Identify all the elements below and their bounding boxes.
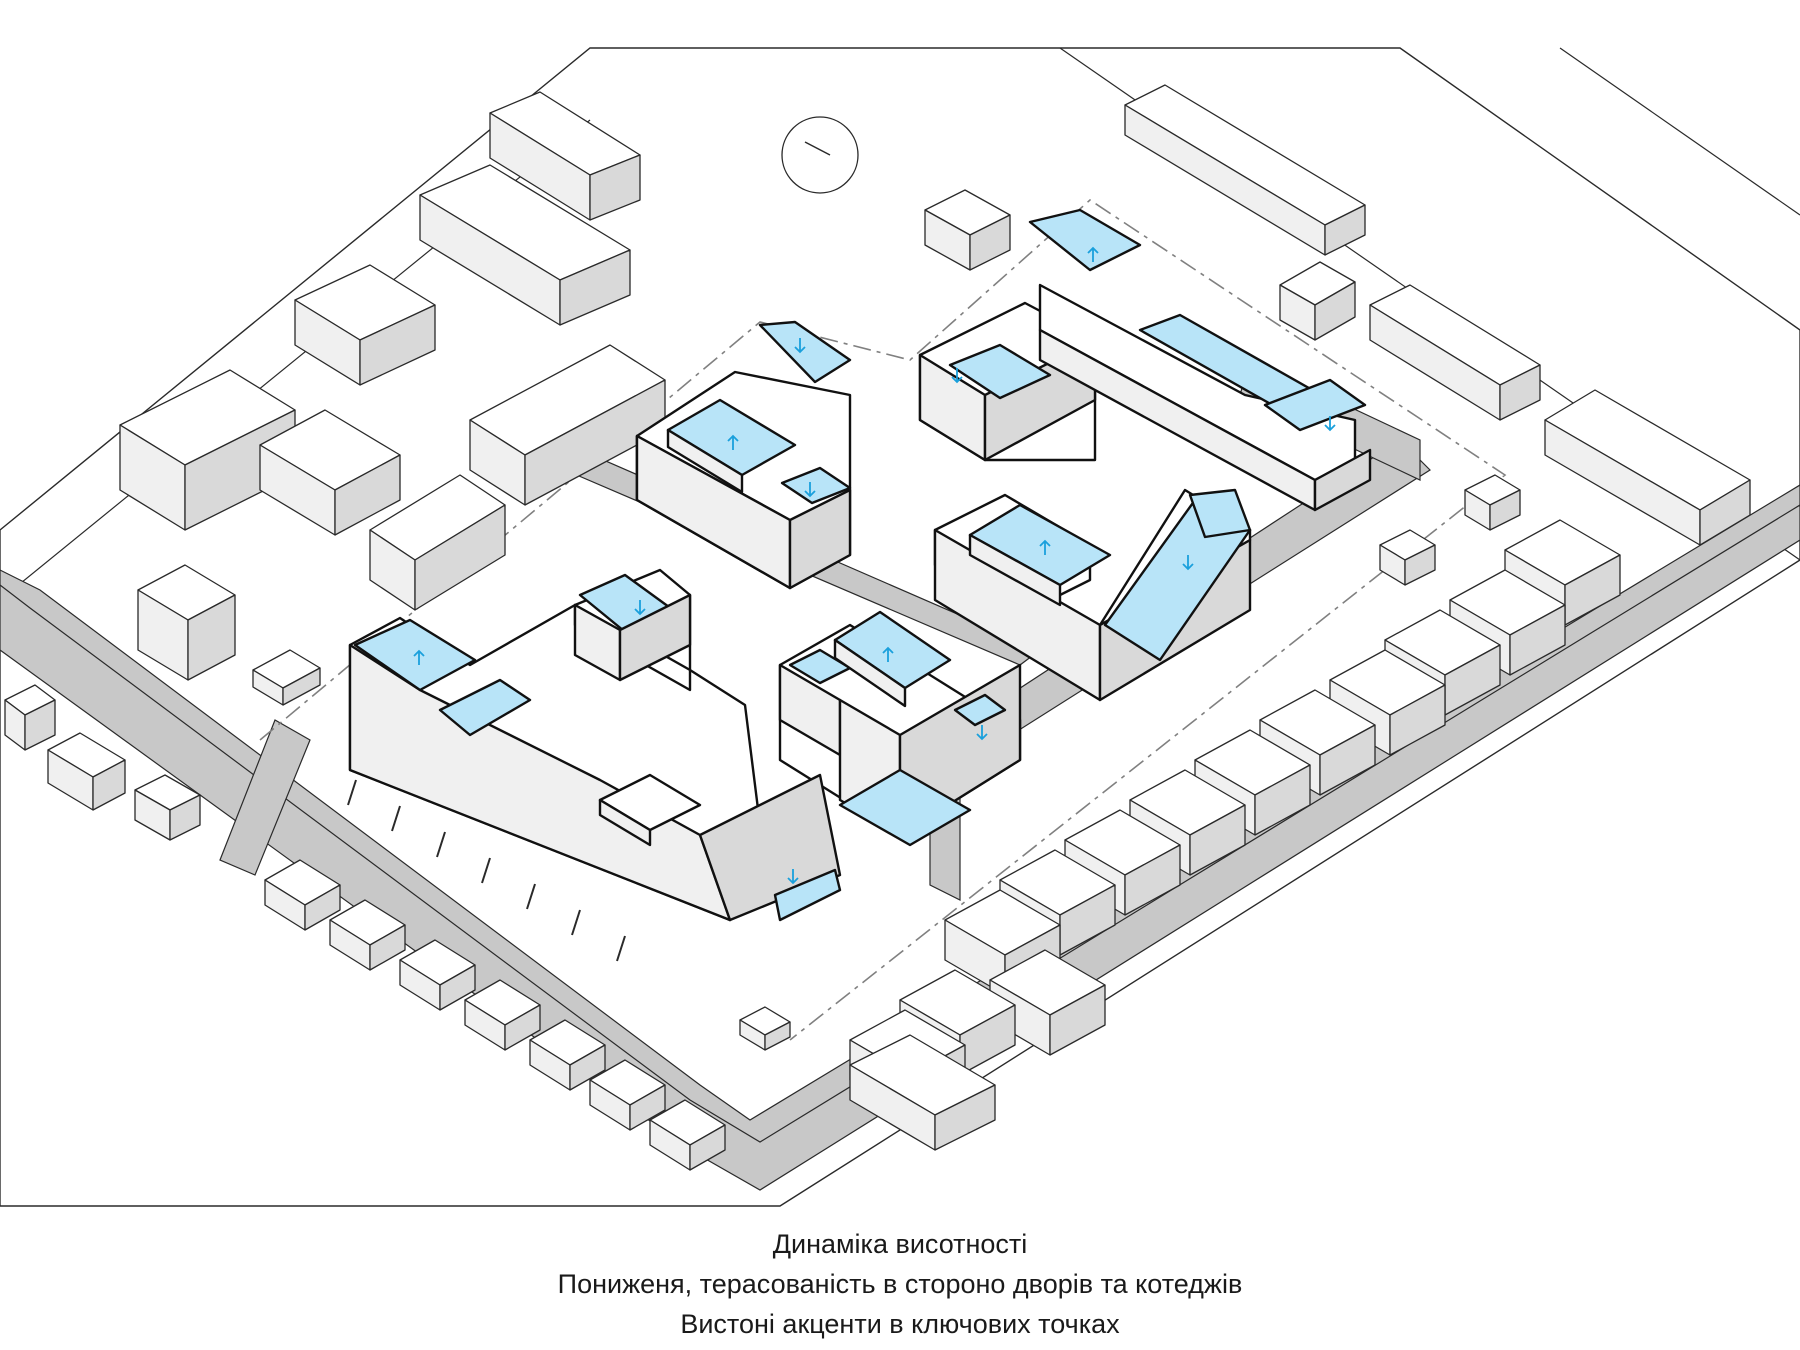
arrow-down-icon xyxy=(1324,416,1336,432)
context-block xyxy=(1124,84,1366,256)
context-block xyxy=(134,774,201,841)
context-block xyxy=(1379,529,1436,586)
caption-line-accents: Вистоні акценти в ключових точках xyxy=(680,1309,1120,1339)
arrow-up-icon xyxy=(1087,246,1099,262)
context-block xyxy=(469,344,666,506)
context-buildings xyxy=(4,84,1751,1171)
context-block xyxy=(294,264,436,386)
arrow-down-icon xyxy=(804,482,816,498)
arrow-down-icon xyxy=(1182,555,1194,571)
building-east xyxy=(933,488,1252,702)
caption-line-terracing: Пониженя, терасованість в стороно дворів… xyxy=(557,1269,1243,1299)
isometric-massing-diagram xyxy=(0,47,1800,1207)
context-block xyxy=(259,409,401,536)
context-block xyxy=(252,649,321,706)
caption: Динаміка висотності Пониженя, терасовані… xyxy=(0,1224,1800,1344)
context-block xyxy=(1279,261,1356,341)
building-south-west xyxy=(348,568,842,922)
north-arrow-icon xyxy=(781,116,859,194)
context-block xyxy=(4,684,56,751)
context-block xyxy=(137,564,236,681)
context-block xyxy=(529,1019,606,1091)
context-block xyxy=(264,859,341,931)
arrow-down-icon xyxy=(976,725,988,741)
arrow-up-icon xyxy=(727,434,739,450)
side-street xyxy=(219,719,311,876)
building-north-east xyxy=(918,208,1372,512)
arrow-down-icon xyxy=(634,600,646,616)
context-block xyxy=(989,949,1106,1056)
context-block xyxy=(1464,474,1521,531)
context-block xyxy=(489,91,641,221)
context-block xyxy=(419,164,631,326)
arrow-up-icon xyxy=(413,649,425,665)
context-block xyxy=(119,369,296,531)
caption-title: Динаміка висотності xyxy=(772,1229,1028,1259)
arrow-down-icon xyxy=(787,869,799,885)
context-block xyxy=(739,1006,791,1051)
context-block xyxy=(464,979,541,1051)
context-block xyxy=(47,732,126,811)
context-block xyxy=(849,1034,996,1151)
arrow-down-icon xyxy=(951,368,963,384)
context-block xyxy=(924,189,1011,271)
arrow-up-icon xyxy=(882,646,894,662)
building-south-center xyxy=(778,610,1022,847)
arrow-up-icon xyxy=(1039,539,1051,555)
main-street-wide xyxy=(0,504,1800,1191)
context-block xyxy=(329,899,406,971)
height-arrows xyxy=(413,246,1336,885)
site-boundary xyxy=(259,198,1507,1041)
arrow-down-icon xyxy=(794,338,806,354)
context-block xyxy=(649,1099,726,1171)
context-block xyxy=(369,474,506,611)
parking-bays xyxy=(347,779,626,962)
context-block xyxy=(1369,284,1541,421)
context-block xyxy=(399,939,476,1011)
context-block xyxy=(1544,389,1751,546)
context-block xyxy=(589,1059,666,1131)
